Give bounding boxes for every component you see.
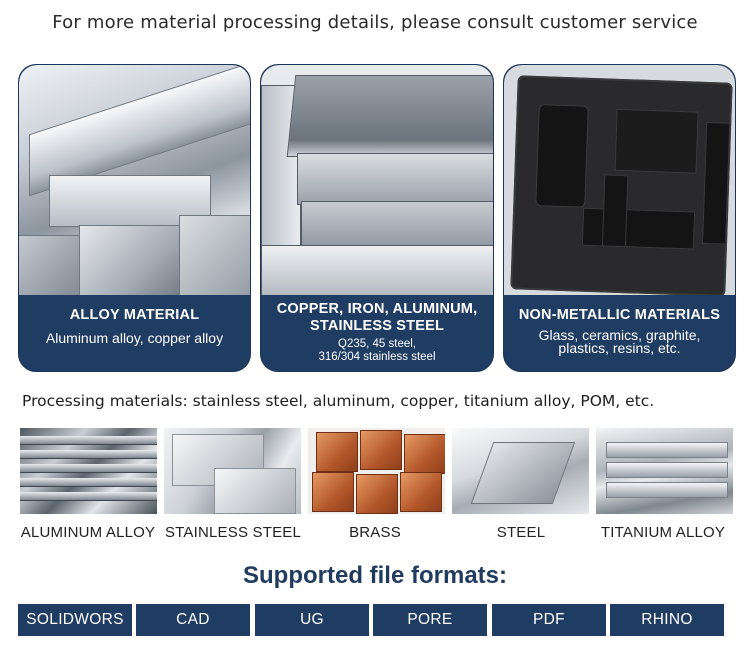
material-label-aluminum-alloy: ALUMINUM ALLOY [20,524,156,541]
foam-insert-image [504,65,735,295]
format-rhino-button[interactable]: RHINO [610,604,724,636]
format-ug-button[interactable]: UG [255,604,369,636]
card-subtitle-line2: 316/304 stainless steel [318,351,436,363]
stainless-steel-image [164,428,301,514]
formats-title: Supported file formats: [242,562,507,589]
page-heading: For more material processing details, pl… [52,12,698,33]
titanium-alloy-image [596,428,733,514]
steel-image [452,428,589,514]
processing-materials-text: Processing materials: stainless steel, a… [22,392,655,410]
metal-bars-image [19,65,250,295]
format-solidworks-button[interactable]: SOLIDWORS [18,604,132,636]
material-card-non-metallic[interactable]: NON-METALLIC MATERIALS Glass, ceramics, … [503,64,736,372]
material-label-titanium-alloy: TITANIUM ALLOY [600,524,726,541]
material-label-steel: STEEL [496,524,546,541]
brass-image [308,428,445,514]
format-pore-button[interactable]: PORE [373,604,487,636]
card-title-line1: COPPER, IRON, ALUMINUM, [276,301,478,317]
material-label-stainless-steel: STAINLESS STEEL [164,524,302,541]
card-title: NON-METALLIC MATERIALS [518,307,721,323]
card-subtitle: Aluminum alloy, copper alloy [45,330,224,346]
aluminum-alloy-image [20,428,157,514]
material-label-brass: BRASS [349,524,401,541]
format-pdf-button[interactable]: PDF [492,604,606,636]
card-subtitle-line1: Q235, 45 steel, [338,338,416,350]
card-subtitle-line1: Glass, ceramics, graphite, [538,327,701,343]
format-cad-button[interactable]: CAD [136,604,250,636]
material-card-alloy[interactable]: ALLOY MATERIAL Aluminum alloy, copper al… [18,64,251,372]
card-title: ALLOY MATERIAL [69,307,200,323]
steel-plates-image [261,65,493,295]
card-subtitle-line2: plastics, resins, etc. [558,340,681,356]
card-title-line2: STAINLESS STEEL [309,318,445,334]
material-card-metals[interactable]: COPPER, IRON, ALUMINUM, STAINLESS STEEL … [260,64,494,372]
